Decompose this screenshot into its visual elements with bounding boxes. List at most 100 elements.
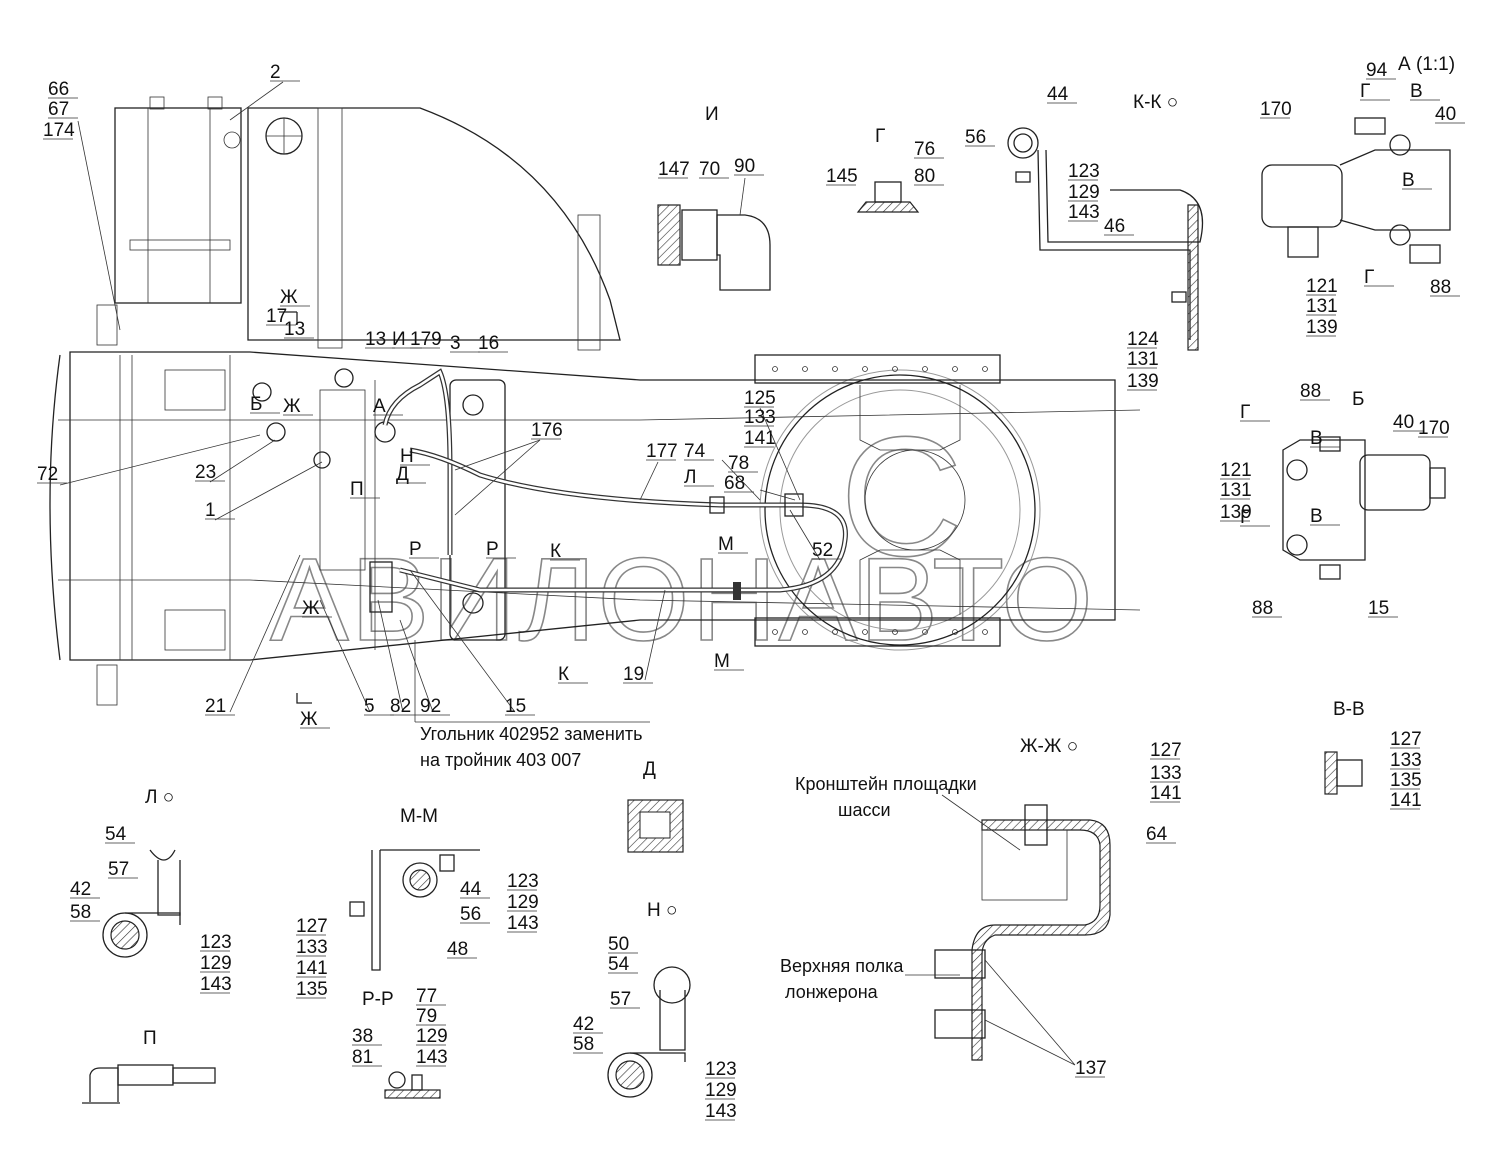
callout-number: 50: [608, 934, 629, 955]
view-a-drawing: [1261, 117, 1451, 264]
callout-number: 58: [573, 1034, 594, 1055]
callout-number: 16: [478, 333, 499, 354]
callout-number: М: [718, 534, 734, 555]
callout-number: 17: [266, 306, 287, 327]
view-title: В-В: [1333, 699, 1365, 720]
callout-number: 125: [744, 388, 776, 409]
callout-number: 40: [1393, 412, 1414, 433]
callout-number: П: [350, 479, 364, 500]
view-n-drawing: [607, 966, 691, 1098]
callout-number: 19: [623, 664, 644, 685]
view-title: Р-Р: [362, 989, 394, 1010]
callout-number: Б: [250, 394, 262, 415]
callout-number: 123: [705, 1059, 737, 1080]
callout-number: 68: [724, 473, 745, 494]
callout-number: 141: [296, 958, 328, 979]
callout-number: И: [392, 329, 406, 350]
callout-number: Ж: [302, 598, 320, 619]
callout-number: Р: [409, 539, 422, 560]
callout-number: 54: [105, 824, 127, 845]
callout-number: Ж: [280, 287, 298, 308]
callout-number: 176: [531, 420, 563, 441]
view-title: М-М: [400, 806, 438, 827]
callout-number: М: [714, 651, 730, 672]
callout-number: 129: [200, 953, 232, 974]
callout-number: 56: [965, 127, 986, 148]
flange-label: лонжерона: [785, 982, 879, 1002]
view-title: Л ○: [145, 787, 174, 808]
callout-number: 40: [1435, 104, 1456, 125]
view-l-drawing: [102, 849, 181, 958]
callout-number: К: [558, 664, 569, 685]
view-zhzh-drawing: [905, 794, 1111, 1066]
callout-number: 133: [1150, 763, 1182, 784]
callout-number: В: [1402, 170, 1415, 191]
callout-number: Г: [1360, 81, 1370, 102]
callout-number: 5: [364, 696, 375, 717]
view-title: К-К ○: [1133, 92, 1178, 113]
callout-number: 81: [352, 1047, 373, 1068]
callout-number: В: [1310, 506, 1323, 527]
view-title: Г: [875, 126, 885, 147]
callout-number: 133: [296, 937, 328, 958]
callout-number: 137: [1075, 1058, 1107, 1079]
callout-number: 1: [205, 500, 216, 521]
callout-number: 70: [699, 159, 720, 180]
callout-number: 121: [1220, 460, 1252, 481]
callout-number: 82: [390, 696, 411, 717]
callout-number: В: [1410, 81, 1423, 102]
view-g-drawing: [856, 181, 920, 213]
callout-number: 143: [416, 1047, 448, 1068]
callout-number: Д: [396, 464, 409, 485]
callout-number: 77: [416, 986, 437, 1007]
view-title: П: [143, 1028, 157, 1049]
callout-number: 139: [1127, 371, 1159, 392]
flange-label: Верхняя полка: [780, 956, 904, 976]
view-i-drawing: [657, 177, 771, 291]
callout-number: 123: [200, 932, 232, 953]
callout-number: 46: [1104, 216, 1125, 237]
callout-number: 139: [1220, 502, 1252, 523]
callout-number: Р: [486, 539, 499, 560]
callout-number: Н: [400, 446, 414, 467]
callout-number: 3: [450, 333, 461, 354]
callout-number: 135: [296, 979, 328, 1000]
callout-number: 66: [48, 79, 69, 100]
callout-number: 174: [43, 120, 75, 141]
callout-number: 44: [460, 879, 482, 900]
callout-number: 44: [1047, 84, 1069, 105]
callout-number: 131: [1306, 296, 1338, 317]
callout-number: 88: [1300, 381, 1321, 402]
callout-number: К: [550, 541, 561, 562]
callout-number: 92: [420, 696, 441, 717]
watermark: C АВИЛОНАВТО: [269, 369, 1094, 667]
callout-number: 42: [70, 879, 91, 900]
view-title: А (1:1): [1398, 54, 1455, 75]
callout-number: Г: [1240, 507, 1250, 528]
callout-number: 141: [1390, 790, 1422, 811]
callout-number: 64: [1146, 824, 1168, 845]
callout-number: 88: [1252, 598, 1273, 619]
view-b-drawing: [1282, 436, 1446, 580]
callout-number: 131: [1220, 480, 1252, 501]
bracket-label: Кронштейн площадки: [795, 774, 977, 794]
callout-number: 80: [914, 166, 935, 187]
callout-number: 52: [812, 540, 833, 561]
callout-number: 129: [416, 1026, 448, 1047]
view-title: Д: [643, 759, 656, 780]
callout-number: 143: [705, 1101, 737, 1122]
callout-number: 57: [108, 859, 129, 880]
callout-number: 179: [410, 329, 442, 350]
callout-number: 88: [1430, 277, 1451, 298]
callout-number: 127: [1150, 740, 1182, 761]
callout-number: 78: [728, 453, 749, 474]
callout-number: 147: [658, 159, 690, 180]
callout-number: 135: [1390, 770, 1422, 791]
callout-number: 129: [1068, 182, 1100, 203]
callout-number: Г: [1364, 267, 1374, 288]
callout-number: 15: [505, 696, 526, 717]
callout-number: 72: [37, 464, 58, 485]
callout-number: 143: [1068, 202, 1100, 223]
